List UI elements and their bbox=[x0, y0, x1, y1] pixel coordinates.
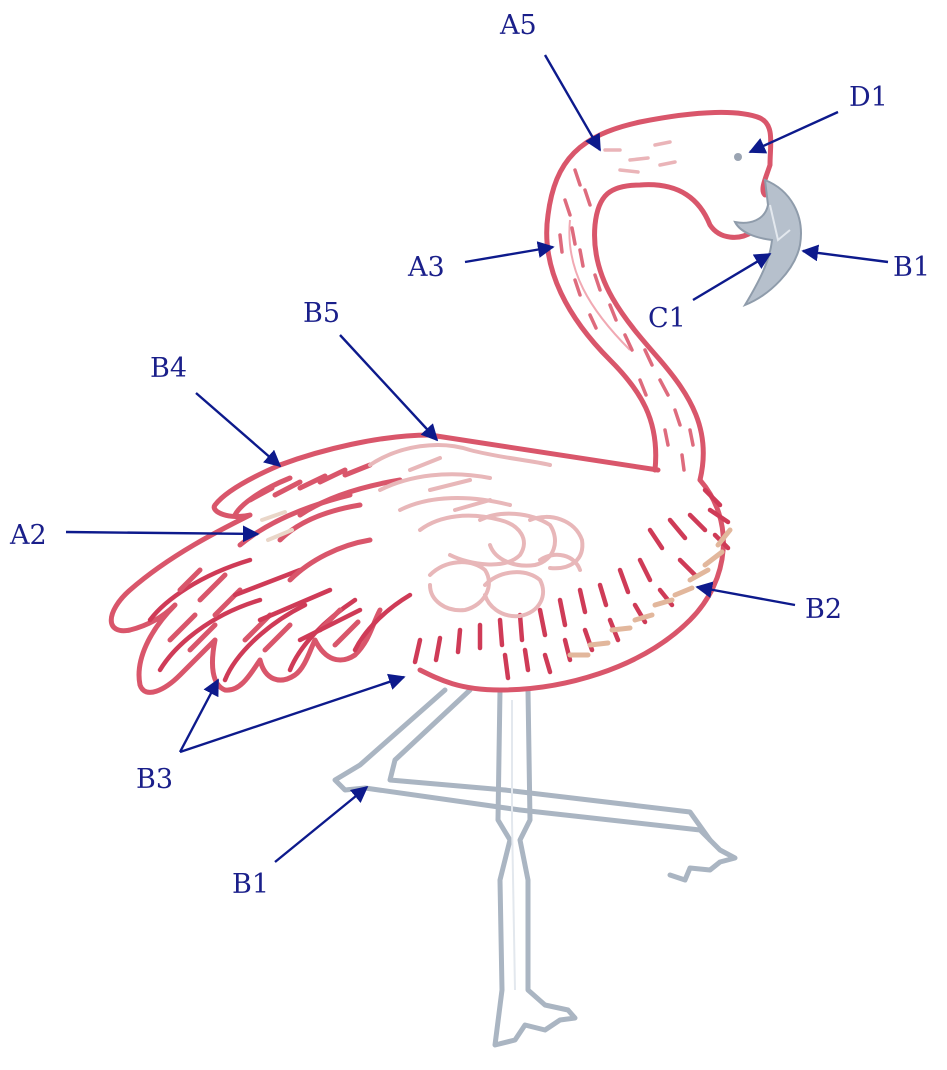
breast-tan-dashes bbox=[570, 530, 730, 655]
arrow-b1-leg bbox=[275, 787, 367, 862]
label-b3: B3 bbox=[136, 764, 173, 795]
label-b2: B2 bbox=[805, 594, 842, 625]
flamingo-illustration bbox=[111, 112, 801, 1045]
arrow-b5 bbox=[340, 335, 437, 440]
label-b1-leg: B1 bbox=[232, 869, 269, 900]
wing-light-feathers bbox=[370, 445, 582, 616]
callout-labels: A5 D1 A3 B1 C1 B5 B4 A2 B2 B3 B1 bbox=[9, 10, 930, 900]
label-b5: B5 bbox=[303, 298, 340, 329]
body-feather-dashes bbox=[415, 490, 728, 678]
eye bbox=[734, 153, 742, 161]
neck-head bbox=[430, 112, 771, 480]
label-c1: C1 bbox=[648, 303, 686, 334]
wing bbox=[111, 435, 582, 692]
arrow-b2 bbox=[697, 587, 795, 605]
arrow-b1-beak bbox=[803, 251, 888, 262]
body bbox=[415, 480, 730, 690]
label-a2: A2 bbox=[9, 520, 47, 551]
legs bbox=[335, 690, 735, 1045]
label-d1: D1 bbox=[849, 82, 888, 113]
arrow-b4 bbox=[196, 393, 280, 466]
arrow-a3 bbox=[465, 247, 553, 262]
label-a3: A3 bbox=[407, 252, 445, 283]
arrow-a2 bbox=[66, 532, 258, 534]
label-a5: A5 bbox=[499, 10, 537, 41]
arrow-a5 bbox=[545, 55, 600, 150]
beak bbox=[735, 180, 801, 305]
label-b4: B4 bbox=[150, 353, 187, 384]
label-b1-beak: B1 bbox=[893, 252, 930, 283]
